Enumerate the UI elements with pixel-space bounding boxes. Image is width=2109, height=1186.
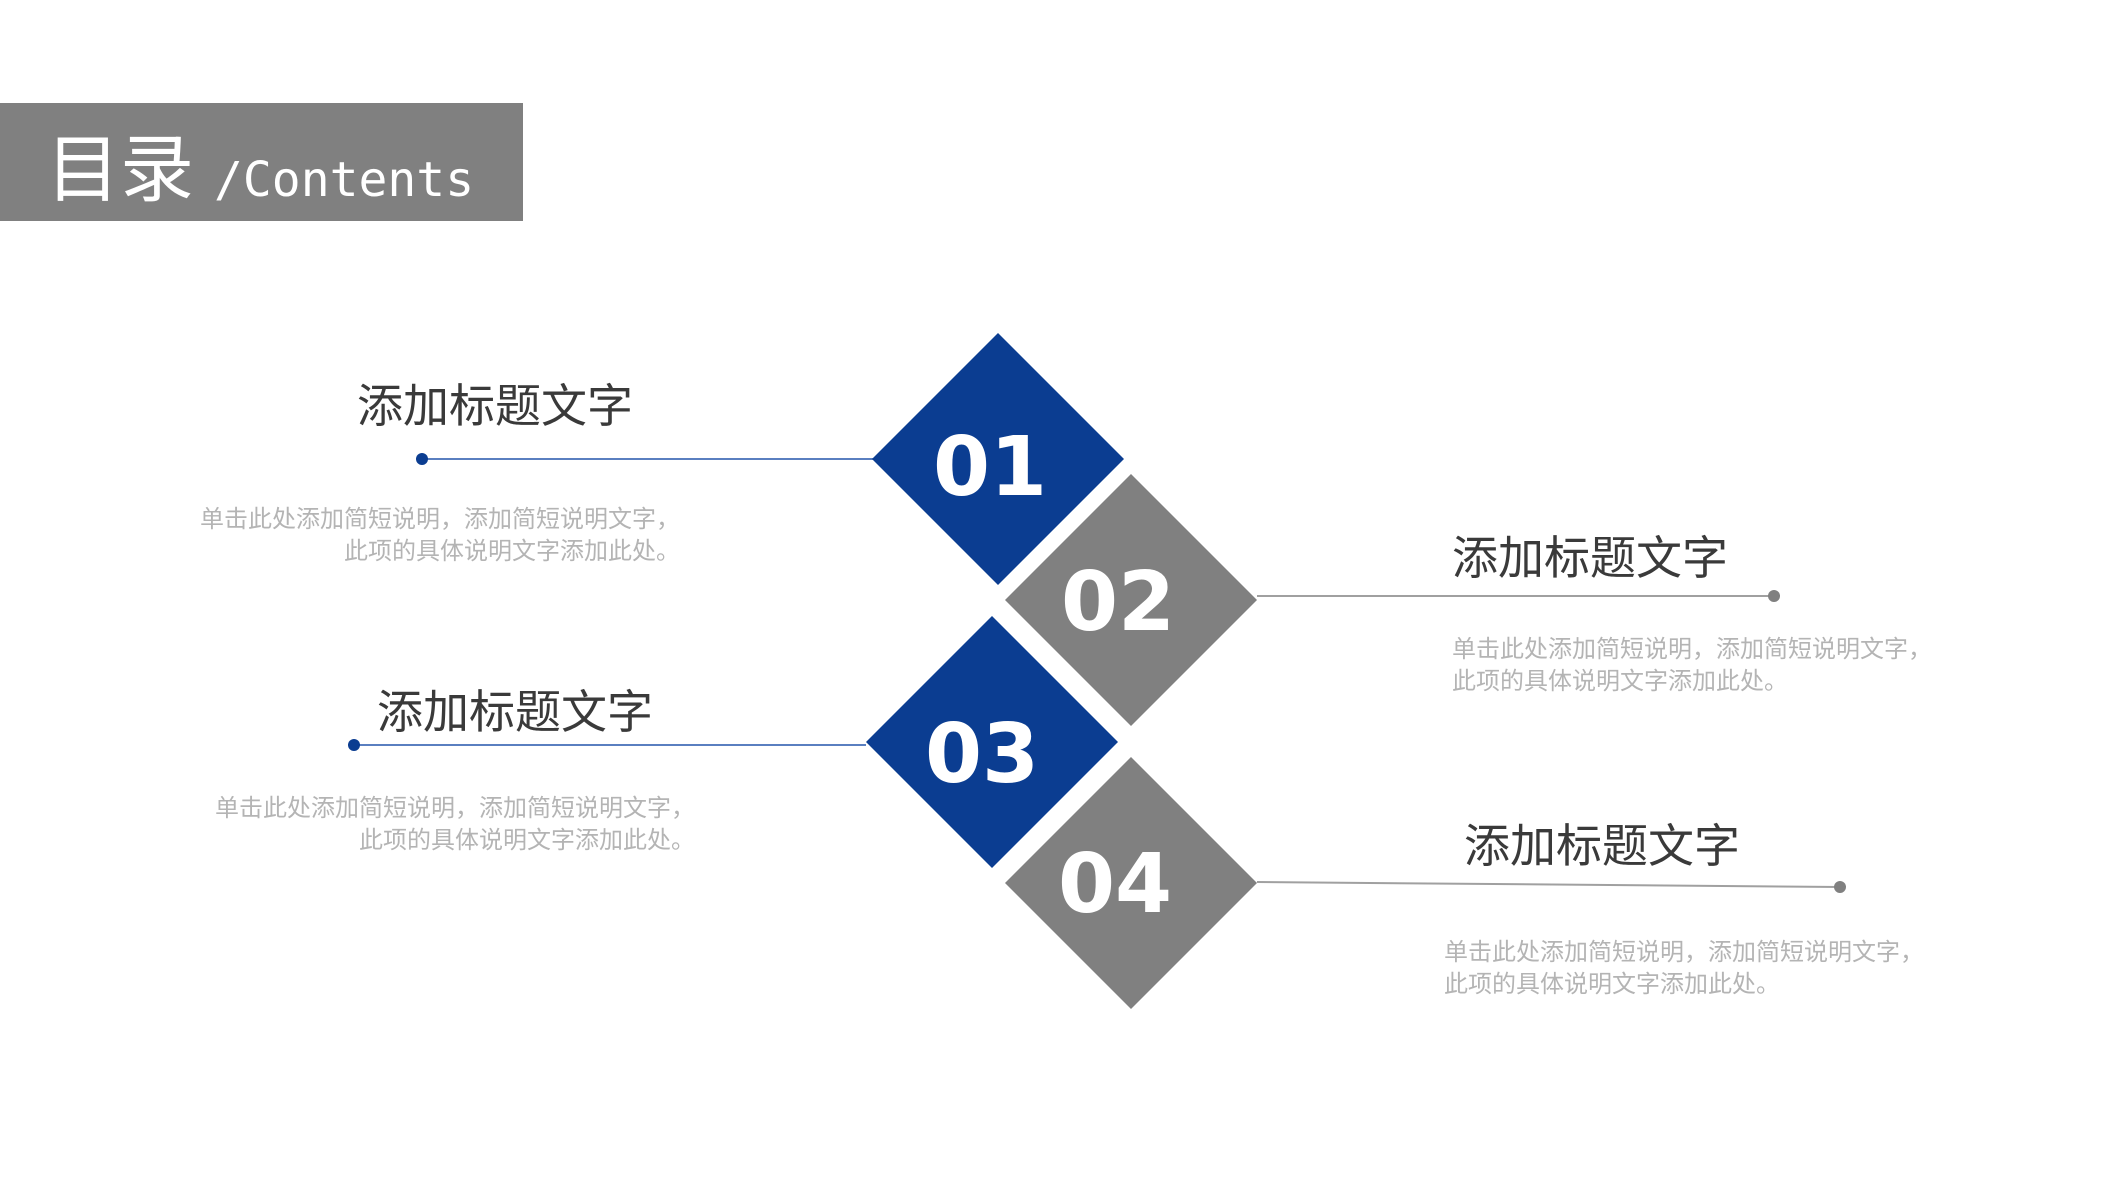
- diamond-03: [866, 616, 1118, 868]
- diamond-02: [1005, 474, 1257, 726]
- connector-line-04: [1256, 881, 1841, 888]
- item-title-03: 添加标题文字: [377, 685, 653, 739]
- item-title-02: 添加标题文字: [1452, 531, 1728, 585]
- item-desc-04: 单击此处添加简短说明，添加简短说明文字， 此项的具体说明文字添加此处。: [1444, 936, 1924, 1000]
- page-subtitle: /Contents: [214, 152, 475, 208]
- connector-dot-02: [1768, 590, 1780, 602]
- item-desc-02-line1: 单击此处添加简短说明，添加简短说明文字，: [1452, 635, 1932, 663]
- diamond-number-02: 02: [1061, 555, 1175, 650]
- item-title-01: 添加标题文字: [357, 379, 633, 433]
- item-desc-03: 单击此处添加简短说明，添加简短说明文字， 此项的具体说明文字添加此处。: [215, 792, 695, 856]
- item-desc-04-line2: 此项的具体说明文字添加此处。: [1444, 970, 1780, 998]
- page-title: 目录: [46, 127, 194, 213]
- item-desc-01-line1: 单击此处添加简短说明，添加简短说明文字，: [200, 505, 680, 533]
- connector-dot-03: [348, 739, 360, 751]
- diamond-number-04: 04: [1058, 837, 1172, 932]
- connector-dot-01: [416, 453, 428, 465]
- item-desc-03-line2: 此项的具体说明文字添加此处。: [359, 826, 695, 854]
- diamond-01: [872, 333, 1124, 585]
- diamond-number-03: 03: [925, 707, 1039, 802]
- connector-dot-04: [1834, 881, 1846, 893]
- item-desc-03-line1: 单击此处添加简短说明，添加简短说明文字，: [215, 794, 695, 822]
- header-bar: [0, 103, 523, 221]
- item-desc-04-line1: 单击此处添加简短说明，添加简短说明文字，: [1444, 938, 1924, 966]
- diamond-number-01: 01: [933, 420, 1047, 515]
- diamond-04: [1005, 757, 1257, 1009]
- item-desc-02-line2: 此项的具体说明文字添加此处。: [1452, 667, 1788, 695]
- item-desc-01: 单击此处添加简短说明，添加简短说明文字， 此项的具体说明文字添加此处。: [200, 503, 680, 567]
- item-desc-02: 单击此处添加简短说明，添加简短说明文字， 此项的具体说明文字添加此处。: [1452, 633, 1932, 697]
- item-title-04: 添加标题文字: [1464, 819, 1740, 873]
- item-desc-01-line2: 此项的具体说明文字添加此处。: [344, 537, 680, 565]
